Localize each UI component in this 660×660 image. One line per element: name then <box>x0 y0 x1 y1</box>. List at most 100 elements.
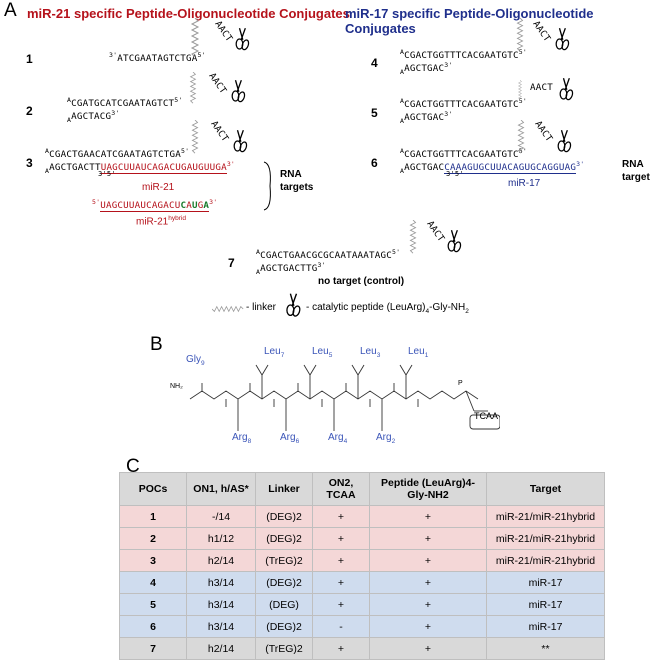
scissors-icon <box>555 27 571 52</box>
conjugate-2-line1: ACGATGCATCGAATAGTCT5' <box>67 96 183 110</box>
on2-cell: + <box>312 549 370 572</box>
leu7-label: Leu7 <box>264 346 285 359</box>
mir21-hybrid-seq: 5'UAGCUUAUCAGACUCAUGA3' <box>92 198 218 213</box>
on2-cell: + <box>312 593 370 616</box>
conjugate-5-line1: ACGACTGGTTTCACGAATGTC5' <box>400 97 527 111</box>
aact-label: AACT <box>530 82 553 93</box>
conjugate-7-line1: ACGACTGAACGCGCAATAAATAGC5' <box>256 248 401 262</box>
conjugate-6-line2: AAGCTGACCAAAGUGCUUACAGUGCAGGUAG3' <box>400 160 585 175</box>
linker-legend-icon <box>212 306 244 312</box>
col-header-on2: ON2, TCAA <box>312 472 370 506</box>
poc-cell: 3 <box>119 549 187 572</box>
target-cell: miR-21/miR-21hybrid <box>486 549 605 572</box>
linker-cell: (DEG)2 <box>255 527 313 550</box>
col-header-peptide: Peptide (LeuArg)4-Gly-NH2 <box>369 472 487 506</box>
conjugate-4-number: 4 <box>371 56 378 70</box>
target-cell: miR-17 <box>486 571 605 594</box>
conjugate-7-line2: AAGCTGACTTG3' <box>256 261 326 276</box>
scissors-icon <box>447 229 463 254</box>
on2-cell: + <box>312 637 370 660</box>
on1-cell: h1/12 <box>186 527 256 550</box>
conjugate-6-line1: ACGACTGGTTTCACGAATGTC5' <box>400 147 527 161</box>
mir17-label: miR-17 <box>508 178 541 189</box>
poc-cell: 5 <box>119 593 187 616</box>
panel-c-label: C <box>126 456 140 477</box>
on1-cell: h3/14 <box>186 593 256 616</box>
linker-icon <box>516 18 524 52</box>
peptide-cell: + <box>369 571 487 594</box>
poc-table: POCs ON1, h/AS* Linker ON2, TCAA Peptide… <box>119 472 605 660</box>
on1-cell: -/14 <box>186 505 256 528</box>
phosphate-p: P <box>458 380 463 387</box>
conjugate-3-line1: ACGACTGAACATCGAATAGTCTGA5' <box>45 147 190 161</box>
tcaa-box <box>469 414 500 430</box>
mir21-label: miR-21 <box>142 182 175 193</box>
poc-cell: 1 <box>119 505 187 528</box>
col-header-linker: Linker <box>255 472 313 506</box>
peptide-legend-label: - catalytic peptide (LeuArg)4-Gly-NH2 <box>306 302 469 315</box>
rna-targets-label: RNA targets <box>280 169 314 193</box>
aact-label: AACT <box>208 118 231 145</box>
scissors-icon <box>233 129 249 154</box>
aact-label: AACT <box>206 70 229 97</box>
peptide-cell: + <box>369 527 487 550</box>
conjugate-6-primes: 3'5' <box>446 170 464 178</box>
conjugate-6-number: 6 <box>371 156 378 170</box>
conjugate-3-primes: 3'5' <box>98 170 116 178</box>
tcaa-label: TCAA <box>474 411 499 421</box>
linker-icon <box>518 80 522 100</box>
conjugate-7-number: 7 <box>228 256 235 270</box>
rna-target-label: RNA target <box>622 159 650 183</box>
peptide-cell: + <box>369 615 487 638</box>
scissors-legend-icon <box>286 293 302 318</box>
conjugate-2-line2: AAGCTACG3' <box>67 109 120 124</box>
linker-cell: (DEG)2 <box>255 615 313 638</box>
leu3-label: Leu3 <box>360 346 381 359</box>
conjugate-5-line2: AAGCTGAC3' <box>400 110 453 125</box>
linker-cell: (DEG)2 <box>255 571 313 594</box>
conjugate-3-line2: AAGCTGACTTUAGCUUAUCAGACUGAUGUUGA3' <box>45 160 236 175</box>
table-header-row: POCs ON1, h/AS* Linker ON2, TCAA Peptide… <box>119 472 605 506</box>
scissors-icon <box>231 79 247 104</box>
aact-label: AACT <box>532 118 555 145</box>
arg8-label: Arg8 <box>232 432 252 445</box>
peptide-structure <box>189 364 500 431</box>
poc-cell: 7 <box>119 637 187 660</box>
poc-cell: 6 <box>119 615 187 638</box>
on2-cell: + <box>312 571 370 594</box>
no-target-label: no target (control) <box>318 276 405 287</box>
conjugate-1-number: 1 <box>26 52 33 66</box>
target-cell: miR-17 <box>486 593 605 616</box>
mir17-title: miR-17 specific Peptide-Oligonucleotide … <box>345 6 594 36</box>
target-cell: ** <box>486 637 605 660</box>
panel-a-label: A <box>4 0 17 21</box>
linker-icon <box>191 18 199 58</box>
mir21-hybrid-label: miR-21hybrid <box>136 215 186 228</box>
table-row: 1-/14(DEG)2++miR-21/miR-21hybrid <box>119 505 605 528</box>
gly9-label: Gly9 <box>186 354 205 367</box>
linker-icon <box>517 120 525 154</box>
on1-cell: h2/14 <box>186 637 256 660</box>
target-cell: miR-17 <box>486 615 605 638</box>
bracket <box>263 161 271 211</box>
conjugate-4-line1: ACGACTGGTTTCACGAATGTC5' <box>400 48 527 62</box>
arg2-label: Arg2 <box>376 432 396 445</box>
target-cell: miR-21/miR-21hybrid <box>486 505 605 528</box>
scissors-icon <box>557 129 573 154</box>
col-header-target: Target <box>486 472 605 506</box>
on2-cell: + <box>312 527 370 550</box>
linker-icon <box>191 120 199 154</box>
peptide-cell: + <box>369 637 487 660</box>
leu1-label: Leu1 <box>408 346 429 359</box>
linker-icon <box>189 72 197 104</box>
on1-cell: h3/14 <box>186 615 256 638</box>
conjugate-5-number: 5 <box>371 106 378 120</box>
leu5-label: Leu5 <box>312 346 333 359</box>
linker-cell: (DEG)2 <box>255 505 313 528</box>
